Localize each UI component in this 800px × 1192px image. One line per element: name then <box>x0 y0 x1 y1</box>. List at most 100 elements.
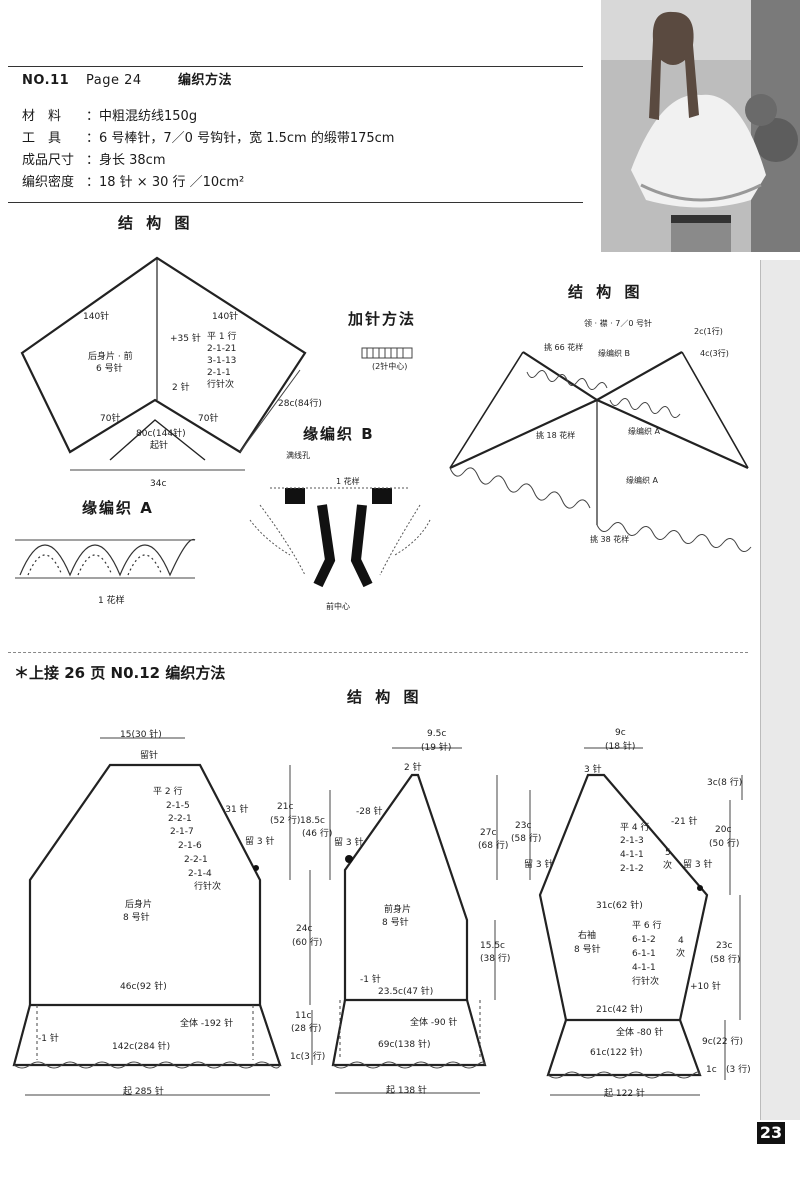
back-label: 2-1-6 <box>178 841 202 851</box>
cape-label: 6 号针 <box>96 364 123 374</box>
sleeve-label: 6-1-2 <box>632 935 656 945</box>
sleeve-label: 31c(62 针) <box>596 901 643 911</box>
sleeve-label: 平 6 行 <box>632 921 662 931</box>
cape2-label: 4c(3行) <box>700 349 729 358</box>
cape-label: 起针 <box>150 441 169 451</box>
back-label: 2-2-1 <box>168 814 192 824</box>
cape2-label: 挑 38 花样 <box>590 535 630 544</box>
front-label: 起 138 针 <box>386 1086 427 1096</box>
sleeve-label: 起 122 针 <box>604 1089 645 1099</box>
edge-b-chain: 满线孔 <box>286 451 310 460</box>
structure-title-left: 结 构 图 <box>118 214 194 232</box>
back-label: (60 行) <box>292 938 323 948</box>
back-label: 2-1-4 <box>188 869 212 879</box>
front-label: (38 行) <box>480 954 511 964</box>
back-label: 18.5c <box>300 816 325 826</box>
sleeve-label: 4 <box>678 936 684 946</box>
sleeve-label: 21c(42 针) <box>596 1005 643 1015</box>
back-label: 2-1-5 <box>166 801 190 811</box>
edge-b-repeat: 1 花样 <box>336 477 360 486</box>
cape-label: 140针 <box>212 312 239 322</box>
cape-label: +35 针 <box>170 334 201 344</box>
cape2-label: 挑 18 花样 <box>536 431 576 440</box>
increase-label: (2针中心) <box>372 362 408 371</box>
sleeve-label: 2-1-3 <box>620 836 644 846</box>
front-label: 2 针 <box>404 763 422 773</box>
back-label: -31 针 <box>222 805 249 815</box>
back-label: (28 行) <box>291 1024 322 1034</box>
sleeve-label: +10 针 <box>690 982 721 992</box>
front-label: (68 行) <box>478 841 509 851</box>
cape-label: 70针 <box>198 414 219 424</box>
cape-label: 70针 <box>100 414 121 424</box>
sleeve-label: 2-1-2 <box>620 864 644 874</box>
section-divider <box>8 652 748 653</box>
cape2-label: 缘编织 A <box>626 476 659 485</box>
front-label: (58 行) <box>511 834 542 844</box>
cape2-label: 领 · 襟 · 7／0 号针 <box>584 319 652 328</box>
sleeve-label: 5 <box>665 848 671 858</box>
back-label: -1 针 <box>38 1034 59 1044</box>
cape-label: 28c(84行) <box>278 399 322 409</box>
increase-method-title: 加针方法 <box>348 310 417 328</box>
back-label: 21c <box>277 802 294 812</box>
right-margin-bar <box>760 260 800 1120</box>
sleeve-label: 次 <box>676 949 686 959</box>
cape2-label: 2c(1行) <box>694 327 723 336</box>
back-label: 起 285 针 <box>123 1087 164 1097</box>
model-photo <box>601 0 800 252</box>
sleeve-label: 平 4 行 <box>620 823 650 833</box>
front-label: 留 3 针 <box>334 838 364 848</box>
front-label: 23.5c(47 针) <box>378 987 434 997</box>
spec-label-gauge: 编织密度 <box>22 175 75 190</box>
sleeve-label: (3 行) <box>726 1065 751 1075</box>
back-label: 8 号针 <box>123 913 150 923</box>
sleeve-label: 全体 -80 针 <box>616 1028 664 1038</box>
sleeve-label: (18 针) <box>605 742 636 752</box>
sleeve-label: -21 针 <box>671 817 698 827</box>
back-label: 后身片 <box>125 900 153 910</box>
cape-label: 140针 <box>83 312 110 322</box>
sleeve-label: 留 3 针 <box>683 860 713 870</box>
cape2-label: 缘编织 B <box>598 349 631 358</box>
spec-label-tools: 工 具 <box>22 131 62 146</box>
section-title: 编织方法 <box>178 73 233 88</box>
cape-label: 2 针 <box>172 383 190 393</box>
spec-value-size: ：身长 38cm <box>86 153 166 168</box>
front-label: 前身片 <box>384 905 412 915</box>
front-label: 27c <box>480 828 497 838</box>
sleeve-label: (50 行) <box>709 839 740 849</box>
edge-b-center: 前中心 <box>326 602 350 611</box>
front-label: -28 针 <box>356 807 383 817</box>
sleeve-label: 8 号针 <box>574 945 601 955</box>
front-label: 69c(138 针) <box>378 1040 431 1050</box>
back-label: 24c <box>296 924 313 934</box>
edge-a-title: 缘编织 A <box>82 499 154 517</box>
spec-value-material: ：中粗混纺线150g <box>86 109 198 124</box>
back-label: (52 行) <box>270 816 301 826</box>
cape-label: 80c(144针) <box>136 429 186 439</box>
back-label: 2-1-7 <box>170 827 194 837</box>
cape-label: 行针次 <box>207 380 235 390</box>
back-label: 平 2 行 <box>153 787 183 797</box>
sleeve-label: (58 行) <box>710 955 741 965</box>
cape-label: 2-1-1 <box>207 368 231 378</box>
back-label: 15(30 针) <box>120 730 162 740</box>
header-rule-bottom <box>8 202 583 203</box>
sleeve-label: 留 3 针 <box>524 860 554 870</box>
structure-title-bottom: 结 构 图 <box>347 688 423 706</box>
sleeve-label: 9c <box>615 728 626 738</box>
spec-value-gauge: ：18 针 × 30 行 ／10cm² <box>86 175 245 190</box>
back-label: 1c(3 行) <box>290 1052 326 1062</box>
back-label: 留针 <box>140 751 159 761</box>
sleeve-label: 61c(122 针) <box>590 1048 643 1058</box>
sleeve-label: 3 针 <box>584 765 602 775</box>
sleeve-label: 右袖 <box>578 931 597 941</box>
back-label: 11c <box>295 1011 312 1021</box>
page-ref: Page 24 <box>86 73 142 88</box>
edge-a-repeat: 1 花样 <box>98 596 125 606</box>
sleeve-label: 次 <box>663 861 673 871</box>
cape2-label: 挑 66 花样 <box>544 343 584 352</box>
cape-label: 平 1 行 <box>207 332 237 342</box>
